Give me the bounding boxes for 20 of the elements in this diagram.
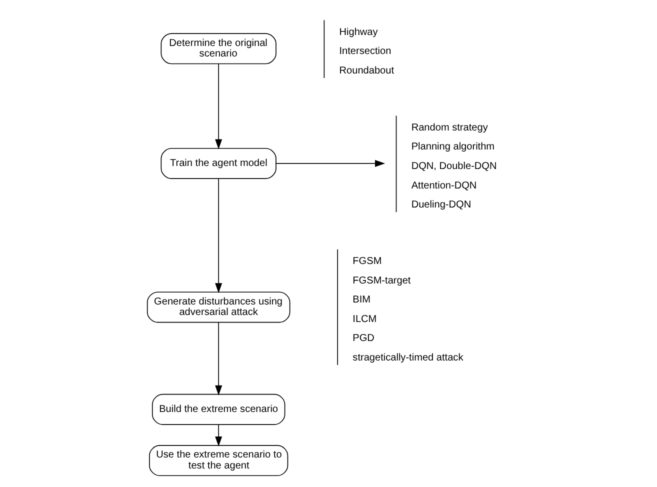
arrow	[214, 178, 222, 294]
node-box: Build the extreme scenario	[151, 394, 285, 425]
node-box: Train the agent model	[160, 148, 276, 179]
node-label: BIM	[352, 294, 370, 306]
node-box: Generate disturbances using adversarial attack	[146, 292, 290, 323]
arrow	[214, 63, 222, 150]
arrow	[275, 160, 385, 167]
node-box: Determine the original scenario	[160, 33, 276, 64]
node-label: FGSM-target	[352, 275, 410, 286]
node-label: PGD	[352, 333, 374, 344]
node-label: Highway	[338, 26, 378, 38]
node-label: Intersection	[338, 46, 391, 58]
node-label: stragetically-timed attack	[352, 352, 463, 364]
arrow	[214, 424, 222, 447]
arrow	[214, 322, 222, 396]
node-box: Use the extreme scenario to test the agent	[148, 445, 288, 476]
node-label: FGSM	[352, 256, 382, 268]
node-label: ILCM	[352, 314, 376, 325]
node-label: Roundabout	[338, 65, 394, 76]
node-text: Random strategy Planning algorithm DQN, Double-DQN Attention-DQN Dueling-DQN	[410, 122, 496, 211]
